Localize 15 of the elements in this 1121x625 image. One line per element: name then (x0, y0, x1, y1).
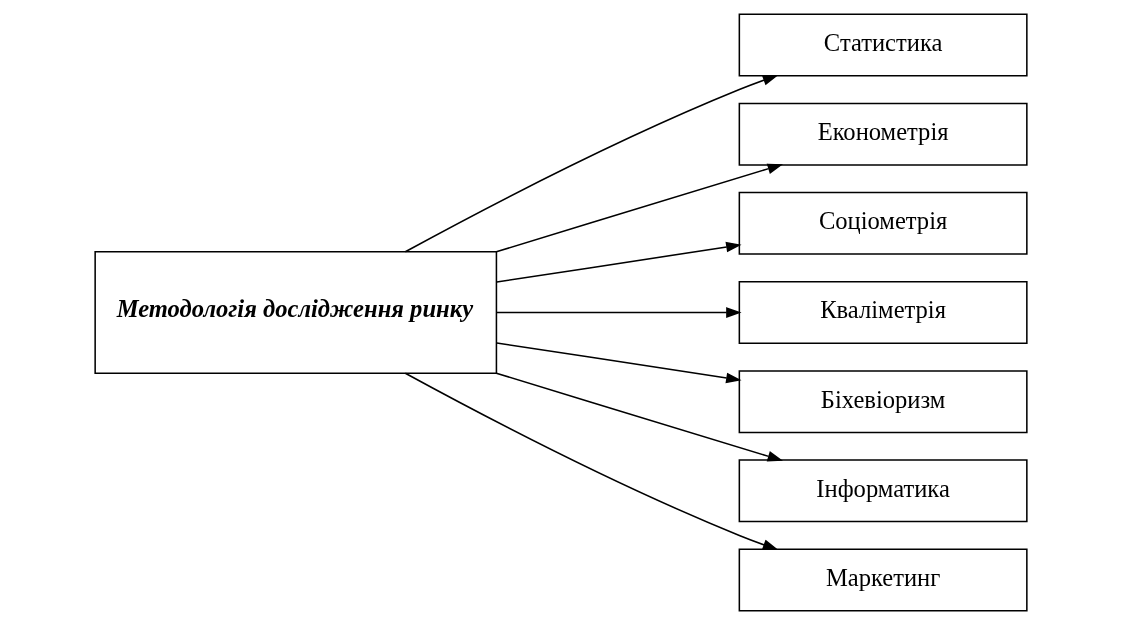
arrow (495, 163, 783, 253)
node-box: Статистика (738, 13, 1028, 77)
node-box: Кваліметрія (738, 281, 1028, 344)
arrow (495, 342, 742, 384)
arrow (495, 307, 742, 318)
node-box: Маркетинг (738, 548, 1028, 612)
node-box: Економетрія (738, 102, 1028, 166)
arrow (495, 372, 783, 462)
arrow (404, 372, 778, 550)
arrow (495, 241, 742, 283)
node-box: Соціометрія (738, 191, 1028, 255)
arrow (404, 75, 778, 253)
node-box: Інформатика (738, 459, 1028, 523)
node-box: Методологія дослідження ринку (93, 251, 497, 374)
node-box: Біхевіоризм (738, 370, 1028, 434)
